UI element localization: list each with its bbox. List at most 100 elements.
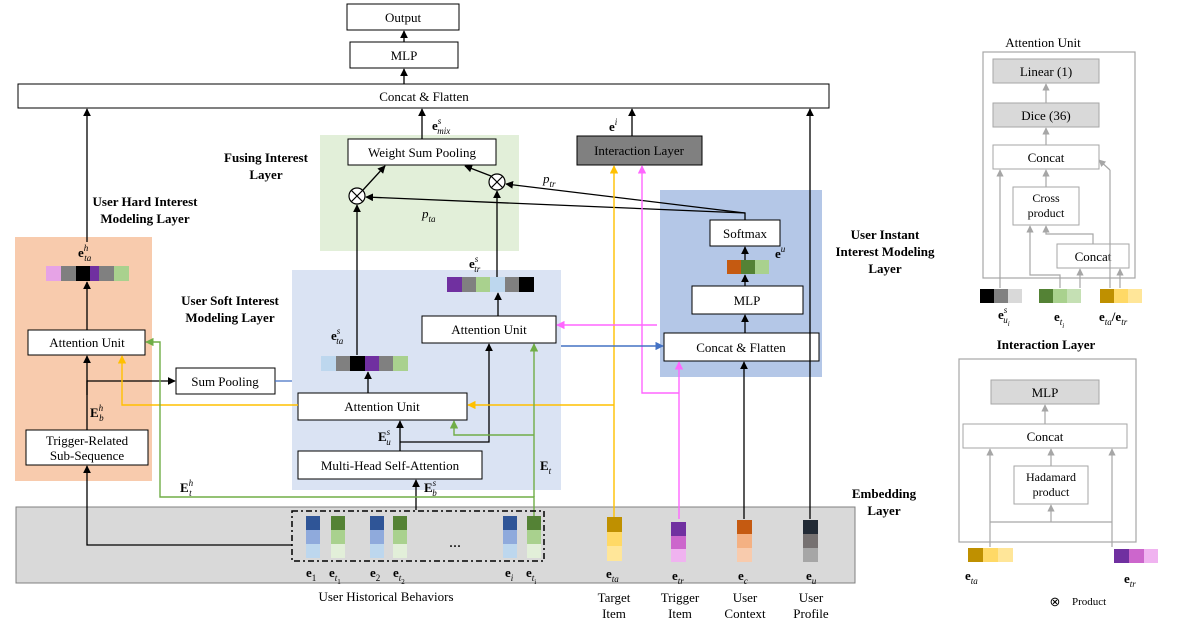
- caption-trigger-1: Trigger: [661, 590, 700, 605]
- ap-concat-top-box: [992, 144, 1100, 170]
- soft-attention-unit-lower-label: Attention Unit: [344, 399, 420, 414]
- hard-title-1: User Hard Interest: [93, 194, 199, 209]
- label-et1: et1: [329, 565, 341, 586]
- ap-label-eta-etr: eta/etr: [1099, 309, 1128, 327]
- interaction-panel-frame: [958, 358, 1137, 543]
- arrow-product-left-to-wsp: [362, 165, 386, 191]
- label-e-u: eu: [806, 568, 817, 586]
- label-eti: eti: [526, 565, 536, 586]
- attention-panel-title: Attention Unit: [1005, 35, 1081, 50]
- product-circle-right: [488, 173, 506, 191]
- ip-label-eta: eta: [965, 568, 978, 586]
- ap-eu-embedding: [980, 289, 1022, 303]
- history-embedding-eti: [527, 516, 541, 558]
- output-box: [346, 3, 460, 31]
- soft-attention-unit-upper-box: [421, 315, 557, 344]
- instant-title-3: Layer: [868, 261, 901, 276]
- instant-e-u-embedding-bar: [727, 260, 769, 274]
- history-ellipsis: ...: [449, 534, 461, 551]
- label-e2: e2: [370, 565, 380, 583]
- label-e1: e1: [306, 565, 316, 583]
- ip-mlp-label: MLP: [1032, 385, 1059, 400]
- sum-pooling-label: Sum Pooling: [191, 374, 259, 389]
- hard-title-2: Modeling Layer: [100, 211, 189, 226]
- history-embedding-et1: [331, 516, 345, 558]
- softmax-label: Softmax: [723, 226, 768, 241]
- instant-concat-box: [663, 332, 820, 362]
- ap-cross-label-2: product: [1028, 206, 1065, 220]
- history-dashed-box: [291, 510, 545, 562]
- e-i-top-label: ei: [609, 117, 618, 134]
- ip-mlp-box: [990, 379, 1100, 405]
- trigger-subsequence-label-1: Trigger-Related: [46, 433, 129, 448]
- mhsa-label: Multi-Head Self-Attention: [321, 458, 460, 473]
- weight-sum-pooling-label: Weight Sum Pooling: [368, 145, 477, 160]
- label-e-tr: etr: [672, 568, 684, 586]
- instant-title-1: User Instant: [851, 227, 920, 242]
- ap-dice-label: Dice (36): [1021, 108, 1070, 123]
- sum-pooling-box: [175, 367, 276, 395]
- interaction-panel-title: Interaction Layer: [997, 337, 1096, 352]
- green-Et-line: [145, 337, 535, 519]
- fusing-title-1: Fusing Interest: [224, 150, 309, 165]
- yellow-soft-to-hard: [117, 355, 298, 406]
- caption-context-2: Context: [724, 606, 766, 621]
- weight-sum-pooling-box: [347, 138, 497, 166]
- arrow-history-to-trigger: [83, 465, 292, 546]
- ip-concat-box: [962, 423, 1128, 449]
- caption-target-1: Target: [598, 590, 631, 605]
- ap-concat-bottom-label: Concat: [1075, 249, 1112, 264]
- fusing-title-2: Layer: [249, 167, 282, 182]
- caption-profile-2: Profile: [793, 606, 829, 621]
- arrow-mhsa-to-soft-upper: [400, 343, 493, 443]
- caption-profile-1: User: [799, 590, 824, 605]
- ip-concat-label: Concat: [1027, 429, 1064, 444]
- label-e-c: ec: [738, 568, 748, 586]
- ap-concat-bottom-box: [1056, 243, 1130, 269]
- label-ei: ei: [505, 565, 514, 583]
- mhsa-box: [297, 450, 483, 480]
- product-circle-left: [348, 187, 366, 205]
- hard-attention-unit-label: Attention Unit: [49, 335, 125, 350]
- embedding-title-2: Layer: [867, 503, 900, 518]
- trigger-subsequence-box: [25, 429, 149, 466]
- p-ta-label: pta: [421, 206, 436, 224]
- ap-et-embedding: [1039, 289, 1081, 303]
- legend-product-symbol: ⊗: [1050, 594, 1061, 609]
- instant-concat-label: Concat & Flatten: [696, 340, 786, 355]
- embedding-title-1: Embedding: [852, 486, 917, 501]
- ap-line-et-cross: [1026, 225, 1061, 288]
- ap-eta-embedding: [1100, 289, 1142, 303]
- green-Et-to-soft-lower: [449, 420, 534, 436]
- history-embedding-e2: [370, 516, 384, 558]
- ip-eta-embedding: [968, 548, 1013, 562]
- trigger-subsequence-label-2: Sub-Sequence: [50, 448, 125, 463]
- history-embedding-ei: [503, 516, 517, 558]
- label-e-ta: eta: [606, 566, 619, 584]
- arrow-to-sum-pooling: [86, 377, 176, 395]
- output-label: Output: [385, 10, 422, 25]
- trigger-item-embedding: [671, 522, 686, 562]
- instant-e-u-label: eu: [775, 244, 786, 261]
- concat-flatten-box: [17, 83, 830, 109]
- instant-mlp-label: MLP: [734, 293, 761, 308]
- soft-attention-unit-lower-box: [297, 392, 468, 421]
- soft-title-2: Modeling Layer: [185, 310, 274, 325]
- pink-trigger-to-interaction: [637, 165, 679, 394]
- user-context-embedding: [737, 520, 752, 562]
- soft-e-tr-embedding-bar: [447, 277, 534, 292]
- ip-etr-embedding: [1114, 549, 1158, 563]
- soft-attention-unit-upper-label: Attention Unit: [451, 322, 527, 337]
- ap-arrow-concat-bottom-cross: [1042, 225, 1094, 244]
- ap-linear-label: Linear (1): [1020, 64, 1072, 79]
- ap-cross-box: [1012, 186, 1080, 226]
- user-profile-embedding: [803, 520, 818, 562]
- hard-attention-unit-box: [27, 329, 146, 356]
